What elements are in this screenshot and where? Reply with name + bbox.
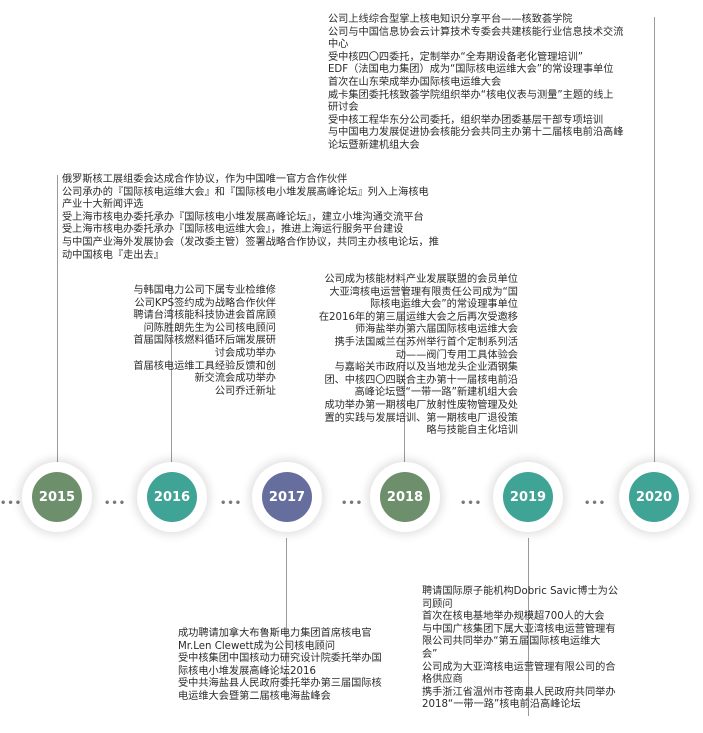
event-item: 团、中核四〇四联合主办第十一届核电前沿: [324, 374, 518, 386]
event-item: 置的实践与发展培训、第一期核电厂退役策: [324, 412, 518, 424]
event-item: 公司成为大亚湾核电运营管理有限公司的合: [422, 661, 616, 673]
event-item: 电运维大会暨第二届核电海盐峰会: [178, 690, 331, 702]
event-item: 限公司共同举办“第五届国际核电运维大: [422, 636, 601, 648]
event-item: 公司上线综合型掌上核电知识分享平台——核致荟学院: [328, 14, 573, 25]
connector-2015: [57, 175, 58, 462]
event-item: 师海盐举办第六届国际核电运维大会: [355, 324, 518, 336]
event-item: 受上海市核电办委托承办『国际核电小堆发展高峰论坛』，建立小堆沟通交流平台: [62, 211, 424, 223]
year-node-2015: 2015: [22, 462, 92, 532]
connector-2020: [654, 17, 655, 462]
timeline-separator: •••: [460, 498, 483, 509]
event-item: 受中核集团中国核动力研究设计院委托举办国: [178, 653, 382, 665]
event-item: 2018“一带一路”核电前沿高峰论坛: [422, 699, 581, 711]
event-item: 大亚湾核电运营管理有限责任公司成为“国: [329, 286, 518, 298]
year-node-2016: 2016: [137, 462, 207, 532]
event-item: 携手浙江省温州市苍南县人民政府共同举办: [422, 686, 616, 698]
year-node-2020: 2020: [619, 462, 689, 532]
event-item: 略与技能自主化培训: [426, 425, 518, 437]
events-2016: 与韩国电力公司下属专业检维修 公司KPS签约成为战略合作伙伴 聘请台湾核能科技协…: [133, 285, 276, 398]
event-item: 公司成为核能材料产业发展联盟的会员单位: [324, 274, 518, 285]
timeline-separator: •••: [220, 498, 243, 509]
event-item: 首届核电运维工具经验反馈和创: [133, 360, 276, 372]
event-item: 受中核工程华东分公司委托，组织举办团委基层干部专项培训: [328, 114, 604, 126]
events-2015: 俄罗斯核工展组委会达成合作协议，作为中国唯一官方合作伙伴 公司承办的『国际核电运…: [62, 174, 439, 262]
event-item: 际核电小堆发展高峰论坛2016: [178, 665, 316, 677]
event-item: 聘请国际原子能机构Dobric Savic博士为公: [422, 586, 619, 597]
event-item: 威卡集团委托核致荟学院组织举办“核电仪表与测量”主题的线上: [328, 89, 614, 101]
year-label: 2018: [380, 472, 430, 522]
event-item: 首次在核电基地举办规模超700人的大会: [422, 611, 605, 623]
event-item: 受上海市核电办委托承办『国际核电运维大会』，推进上海运行服务平台建设: [62, 224, 404, 236]
event-item: 动中国核电『走出去』: [62, 249, 164, 261]
event-item: 公司KPS签约成为战略合作伙伴: [134, 297, 276, 309]
event-item: 首次在山东荣成举办国际核电运维大会: [328, 76, 502, 88]
event-item: 首届国际核燃料循环后端发展研: [133, 335, 276, 347]
year-node-2017: 2017: [252, 462, 322, 532]
events-2017: 成功聘请加拿大布鲁斯电力集团首席核电官 Mr.Len Clewett成为公司核电…: [178, 628, 382, 704]
year-label: 2016: [147, 472, 197, 522]
events-2019: 聘请国际原子能机构Dobric Savic博士为公 司顾问 首次在核电基地举办规…: [422, 586, 618, 712]
event-item: 与中国电力发展促进协会核能分会共同主办第十二届核电前沿高峰: [328, 127, 624, 139]
event-item: 公司承办的『国际核电运维大会』和『国际核电小堆发展高峰论坛』列入上海核电: [62, 186, 429, 198]
event-item: 俄罗斯核工展组委会达成合作协议，作为中国唯一官方合作伙伴: [62, 174, 348, 185]
year-label: 2020: [629, 472, 679, 522]
connector-2019: [528, 538, 529, 716]
event-item: 与中国广核集团下属大亚湾核电运营管理有: [422, 623, 616, 635]
event-item: 聘请台湾核能科技协进会首席顾: [133, 310, 276, 322]
event-item: 动——阀门专用工具体验会: [395, 349, 518, 361]
event-item: 论坛暨新建机组大会: [328, 139, 420, 151]
timeline-separator: •••: [341, 498, 364, 509]
event-item: EDF（法国电力集团）成为“国际核电运维大会”的常设理事单位: [328, 64, 614, 76]
connector-2017: [286, 538, 287, 700]
events-2020: 公司上线综合型掌上核电知识分享平台——核致荟学院 公司与中国信息协会云计算技术专…: [328, 14, 623, 153]
timeline-separator: •••: [584, 498, 607, 509]
event-item: 与韩国电力公司下属专业检维修: [133, 285, 276, 296]
event-item: 受中核四〇四委托，定制举办“全寿期设备老化管理培训”: [328, 51, 584, 63]
event-item: 成功举办第一期核电厂放射性废物管理及处: [324, 399, 518, 411]
event-item: 会”: [422, 648, 438, 660]
year-label: 2017: [262, 472, 312, 522]
event-item: 产业十大新闻评选: [62, 199, 144, 211]
events-2018: 公司成为核能材料产业发展联盟的会员单位 大亚湾核电运营管理有限责任公司成为“国 …: [319, 274, 518, 438]
connector-2016: [171, 286, 172, 462]
event-item: 成功聘请加拿大布鲁斯电力集团首席核电官: [178, 628, 372, 639]
year-label: 2015: [32, 472, 82, 522]
event-item: 中心: [328, 39, 349, 51]
event-item: 公司与中国信息协会云计算技术专委会共建核能行业信息技术交流: [328, 26, 624, 38]
event-item: 与嘉峪关市政府以及当地龙头企业酒钢集: [334, 362, 518, 374]
event-item: 高峰论坛暨“一带一路”新建机组大会: [354, 387, 518, 399]
event-item: 与中国产业海外发展协会（发改委主管）签署战略合作协议，共同主办核电论坛，推: [62, 236, 439, 248]
year-label: 2019: [503, 472, 553, 522]
event-item: 受中共海盐县人民政府委托举办第三届国际核: [178, 678, 382, 690]
event-item: 公司乔迁新址: [214, 385, 276, 397]
event-item: 际核电运维大会”的常设理事单位: [370, 299, 518, 311]
event-item: 司顾问: [422, 598, 453, 610]
event-item: 携手法国威兰在苏州举行首个定制系列活: [334, 336, 518, 348]
event-item: 讨会成功举办: [214, 347, 276, 359]
timeline-separator: •••: [0, 498, 23, 509]
event-item: 问陈胜朗先生为公司核电顾问: [143, 322, 276, 334]
event-item: 在2016年的第三届运维大会之后再次受邀移: [318, 311, 518, 323]
year-node-2018: 2018: [370, 462, 440, 532]
event-item: Mr.Len Clewett成为公司核电顾问: [178, 640, 336, 652]
event-item: 研讨会: [328, 102, 359, 114]
event-item: 格供应商: [422, 674, 463, 686]
timeline-separator: •••: [104, 498, 127, 509]
year-node-2019: 2019: [493, 462, 563, 532]
event-item: 新交流会成功举办: [194, 373, 277, 385]
connector-2018: [404, 283, 405, 462]
